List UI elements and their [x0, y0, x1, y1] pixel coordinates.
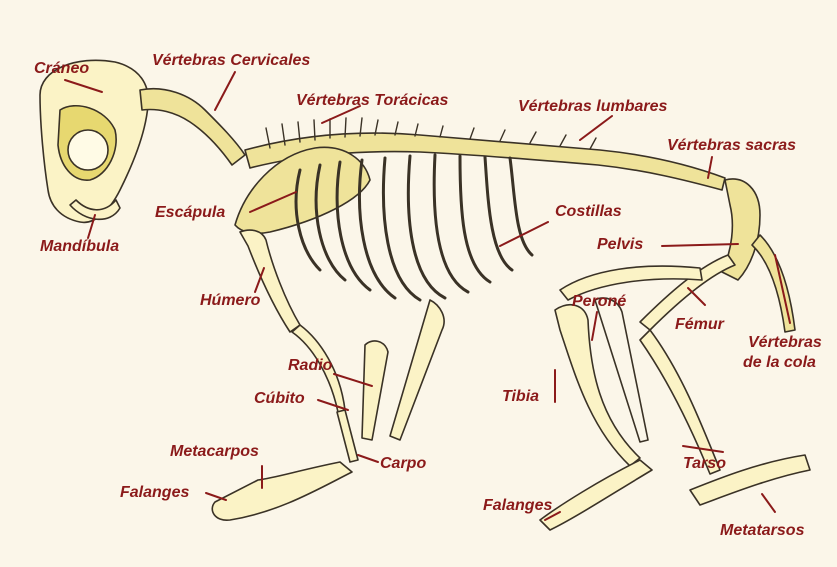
label-vertebras-sacras: Vértebras sacras — [667, 137, 796, 155]
front-paw — [212, 462, 352, 520]
pointer-falanges-front — [206, 493, 226, 500]
cervical-spine — [140, 89, 245, 165]
label-radio: Radio — [288, 357, 332, 375]
label-falanges-hind: Falanges — [483, 497, 552, 515]
front-leg-far — [390, 300, 444, 440]
radius — [362, 341, 388, 440]
label-metacarpos: Metacarpos — [170, 443, 259, 461]
label-tarso: Tarso — [683, 455, 726, 473]
pointer-vert-cervicales — [215, 72, 235, 110]
tibia — [555, 305, 640, 466]
label-mandibula: Mandíbula — [40, 238, 119, 256]
label-perone: Peroné — [572, 293, 626, 311]
label-vertebras-cola-2: de la cola — [743, 354, 816, 372]
pointer-vert-lumbares — [580, 116, 612, 140]
pointer-metatarsos — [762, 494, 775, 512]
label-falanges-front: Falanges — [120, 484, 189, 502]
label-cubito: Cúbito — [254, 390, 305, 408]
label-vertebras-lumbares: Vértebras lumbares — [518, 98, 667, 116]
hind-paw-front — [540, 460, 652, 530]
pointer-pelvis — [662, 244, 738, 246]
pointer-femur — [688, 288, 705, 305]
label-pelvis: Pelvis — [597, 236, 643, 254]
front-leg-lower — [337, 410, 358, 462]
label-escapula: Escápula — [155, 204, 225, 222]
label-costillas: Costillas — [555, 203, 622, 221]
label-vertebras-cola-1: Vértebras — [748, 334, 822, 352]
label-craneo: Cráneo — [34, 60, 89, 78]
pointer-perone — [592, 312, 597, 340]
humerus — [240, 230, 300, 332]
label-vertebras-cervicales: Vértebras Cervicales — [152, 52, 310, 70]
hind-leg-far — [640, 330, 720, 474]
label-tibia: Tibia — [502, 388, 539, 406]
pointer-carpo — [358, 455, 378, 462]
label-metatarsos: Metatarsos — [720, 522, 804, 540]
eye-orbit — [68, 130, 108, 170]
label-femur: Fémur — [675, 316, 724, 334]
label-humero: Húmero — [200, 292, 260, 310]
label-vertebras-toracicas: Vértebras Torácicas — [296, 92, 448, 110]
label-carpo: Carpo — [380, 455, 426, 473]
